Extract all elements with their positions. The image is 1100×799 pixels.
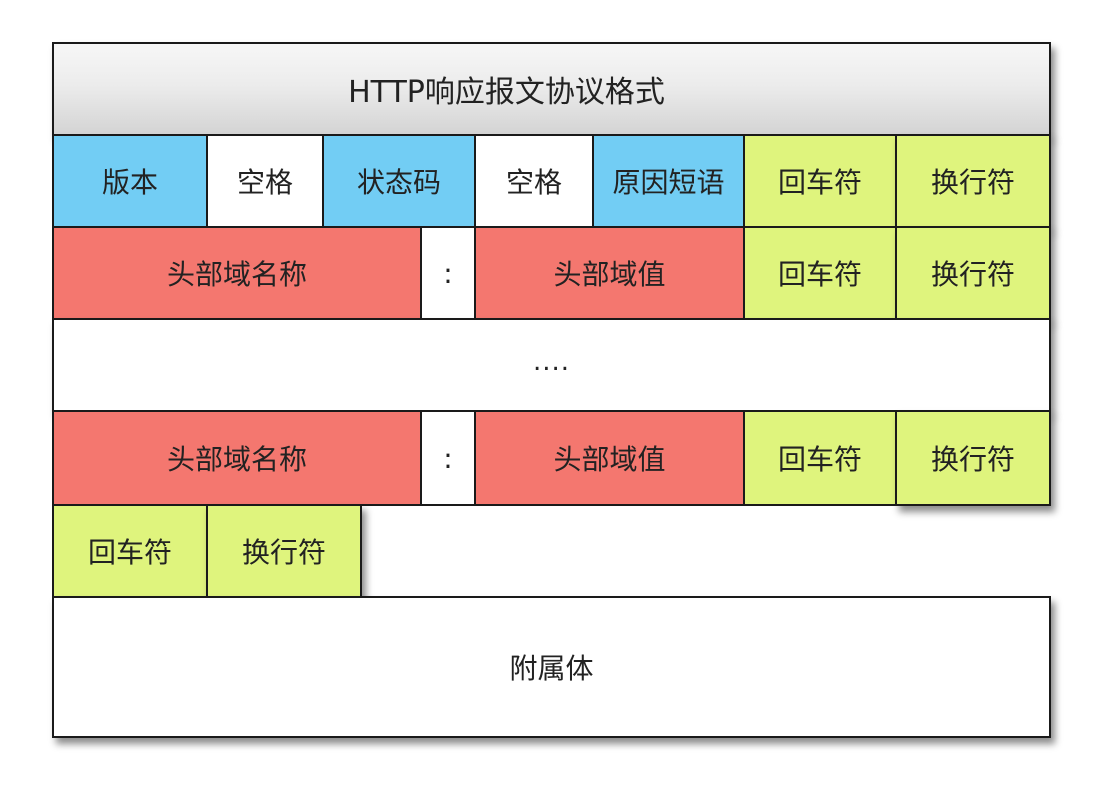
reason-phrase-cell: 原因短语	[592, 134, 745, 228]
header-lf-cell-1: 换行符	[895, 226, 1051, 320]
space-label-1: 空格	[236, 166, 293, 199]
status-code-cell: 状态码	[322, 134, 476, 228]
status-line-lf-cell: 换行符	[895, 134, 1051, 228]
header-cr-label-2: 回车符	[777, 443, 862, 476]
header-name-cell-2: 头部域名称	[52, 410, 422, 506]
space-label-2: 空格	[505, 166, 562, 199]
header-colon-label-2: :	[443, 441, 453, 475]
space-cell-1: 空格	[206, 134, 324, 228]
status-code-label: 状态码	[356, 166, 441, 199]
ellipsis-row: ....	[52, 318, 1051, 412]
header-name-label-1: 头部域名称	[166, 258, 307, 291]
header-cr-label-1: 回车符	[777, 258, 862, 291]
header-lf-cell-2: 换行符	[895, 410, 1051, 506]
header-value-cell-1: 头部域值	[474, 226, 745, 320]
version-label: 版本	[101, 166, 158, 199]
header-lf-label-2: 换行符	[930, 443, 1015, 476]
ellipsis-label: ....	[532, 347, 571, 377]
blank-line-cr-label: 回车符	[87, 536, 172, 569]
header-cr-cell-1: 回车符	[743, 226, 897, 320]
space-cell-2: 空格	[474, 134, 594, 228]
reason-phrase-label: 原因短语	[612, 166, 725, 199]
header-lf-label-1: 换行符	[930, 258, 1015, 291]
header-name-label-2: 头部域名称	[166, 443, 307, 476]
status-line-lf-label: 换行符	[930, 166, 1015, 199]
header-colon-label-1: :	[443, 256, 453, 290]
version-cell: 版本	[52, 134, 208, 228]
diagram-title: HTTP响应报文协议格式	[52, 42, 1051, 136]
header-value-label-2: 头部域值	[553, 443, 666, 476]
header-colon-cell-1: :	[420, 226, 476, 320]
blank-line-cr-cell: 回车符	[52, 504, 208, 598]
header-value-label-1: 头部域值	[553, 258, 666, 291]
header-colon-cell-2: :	[420, 410, 476, 506]
blank-line-lf-label: 换行符	[241, 536, 326, 569]
body-cell: 附属体	[52, 596, 1051, 738]
status-line-cr-label: 回车符	[777, 166, 862, 199]
status-line-cr-cell: 回车符	[743, 134, 897, 228]
diagram-title-text: HTTP响应报文协议格式	[348, 75, 665, 110]
header-cr-cell-2: 回车符	[743, 410, 897, 506]
blank-line-lf-cell: 换行符	[206, 504, 362, 598]
body-label: 附属体	[509, 652, 594, 685]
header-name-cell-1: 头部域名称	[52, 226, 422, 320]
header-value-cell-2: 头部域值	[474, 410, 745, 506]
